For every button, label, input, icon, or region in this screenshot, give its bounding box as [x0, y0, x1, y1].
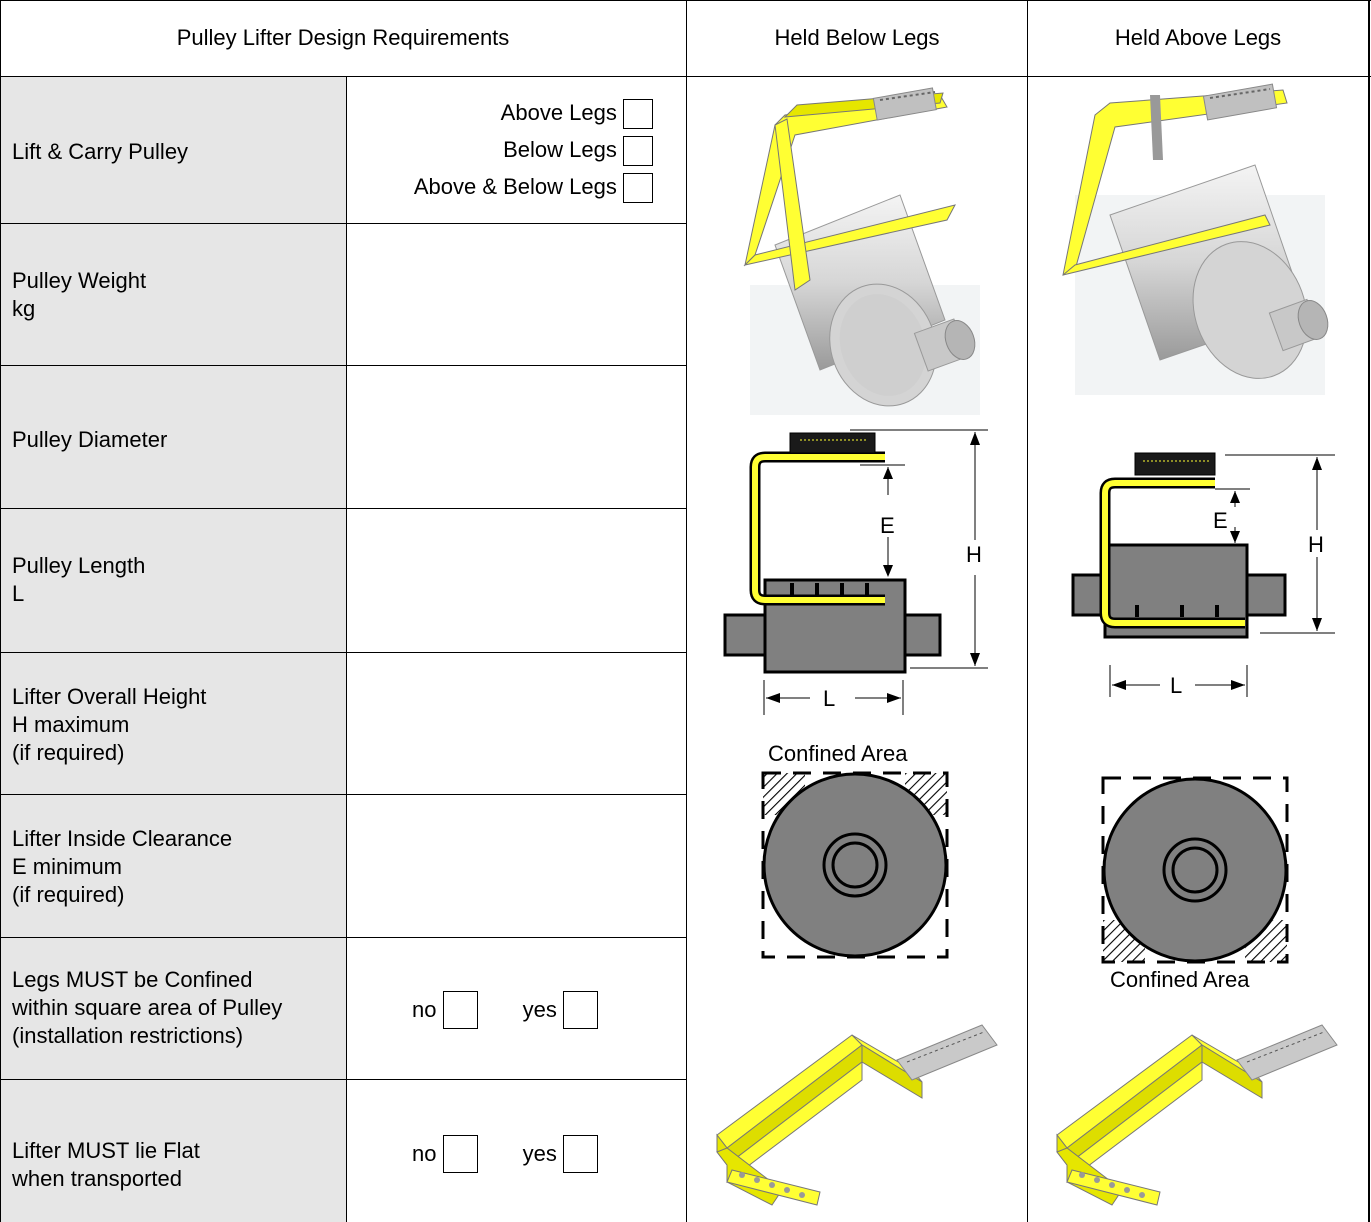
header-requirements: Pulley Lifter Design Requirements	[176, 25, 510, 50]
checkbox-confined-yes[interactable]	[562, 991, 598, 1029]
checkbox-flat-no[interactable]	[442, 1135, 478, 1173]
row-label-pulley-diameter: Pulley Diameter	[12, 427, 168, 452]
row-label-lift-carry: Lift & Carry Pulley	[12, 139, 189, 164]
flat-lifter-below-image	[716, 1024, 998, 1206]
option-above-legs[interactable]: Above Legs	[501, 96, 653, 130]
confined-area-diagram-above	[1101, 776, 1289, 964]
header-divider	[0, 76, 1371, 77]
pulley-3d-above-image	[1062, 83, 1329, 395]
confined-area-diagram-below	[761, 771, 949, 959]
header-held-below-legs: Held Below Legs	[774, 25, 940, 50]
col-divider-1	[346, 76, 347, 1222]
legs-confined-choice: no yes	[412, 988, 598, 1032]
label-column-bg	[0, 77, 346, 1222]
row-divider	[0, 937, 687, 938]
checkbox-confined-no[interactable]	[442, 991, 478, 1029]
row-divider	[0, 652, 687, 653]
dim-e-label: E	[1213, 508, 1228, 533]
row-divider	[0, 223, 687, 224]
confined-area-label-below: Confined Area	[768, 741, 908, 766]
row-divider	[0, 794, 687, 795]
pulley-3d-below-image	[743, 87, 980, 415]
dimension-diagram-above: E H L	[1071, 452, 1335, 698]
col-divider-3	[1027, 0, 1028, 1222]
lift-options: Above Legs Below Legs Above & Below Legs	[347, 96, 653, 206]
table-border-left	[0, 0, 1, 1222]
checkbox-above-legs[interactable]	[623, 99, 653, 130]
flat-lifter-above-image	[1056, 1024, 1338, 1206]
dim-l-label: L	[823, 686, 835, 711]
option-below-legs[interactable]: Below Legs	[503, 133, 653, 167]
dim-l-label: L	[1170, 673, 1182, 698]
option-above-below-legs[interactable]: Above & Below Legs	[414, 170, 653, 204]
row-divider	[0, 365, 687, 366]
table-border-top	[0, 0, 1371, 1]
table-border-right	[1368, 0, 1370, 1222]
confined-area-label-above: Confined Area	[1110, 967, 1250, 992]
checkbox-flat-yes[interactable]	[562, 1135, 598, 1173]
col-divider-2	[686, 0, 687, 1222]
header-held-above-legs: Held Above Legs	[1114, 25, 1282, 50]
dimension-diagram-below: E H L	[723, 429, 988, 715]
row-divider	[0, 1079, 687, 1080]
row-divider	[0, 508, 687, 509]
checkbox-above-below-legs[interactable]	[623, 173, 653, 204]
dim-e-label: E	[880, 513, 895, 538]
lie-flat-choice: no yes	[412, 1132, 598, 1176]
dim-h-label: H	[1308, 532, 1324, 557]
checkbox-below-legs[interactable]	[623, 136, 653, 167]
dim-h-label: H	[966, 542, 982, 567]
